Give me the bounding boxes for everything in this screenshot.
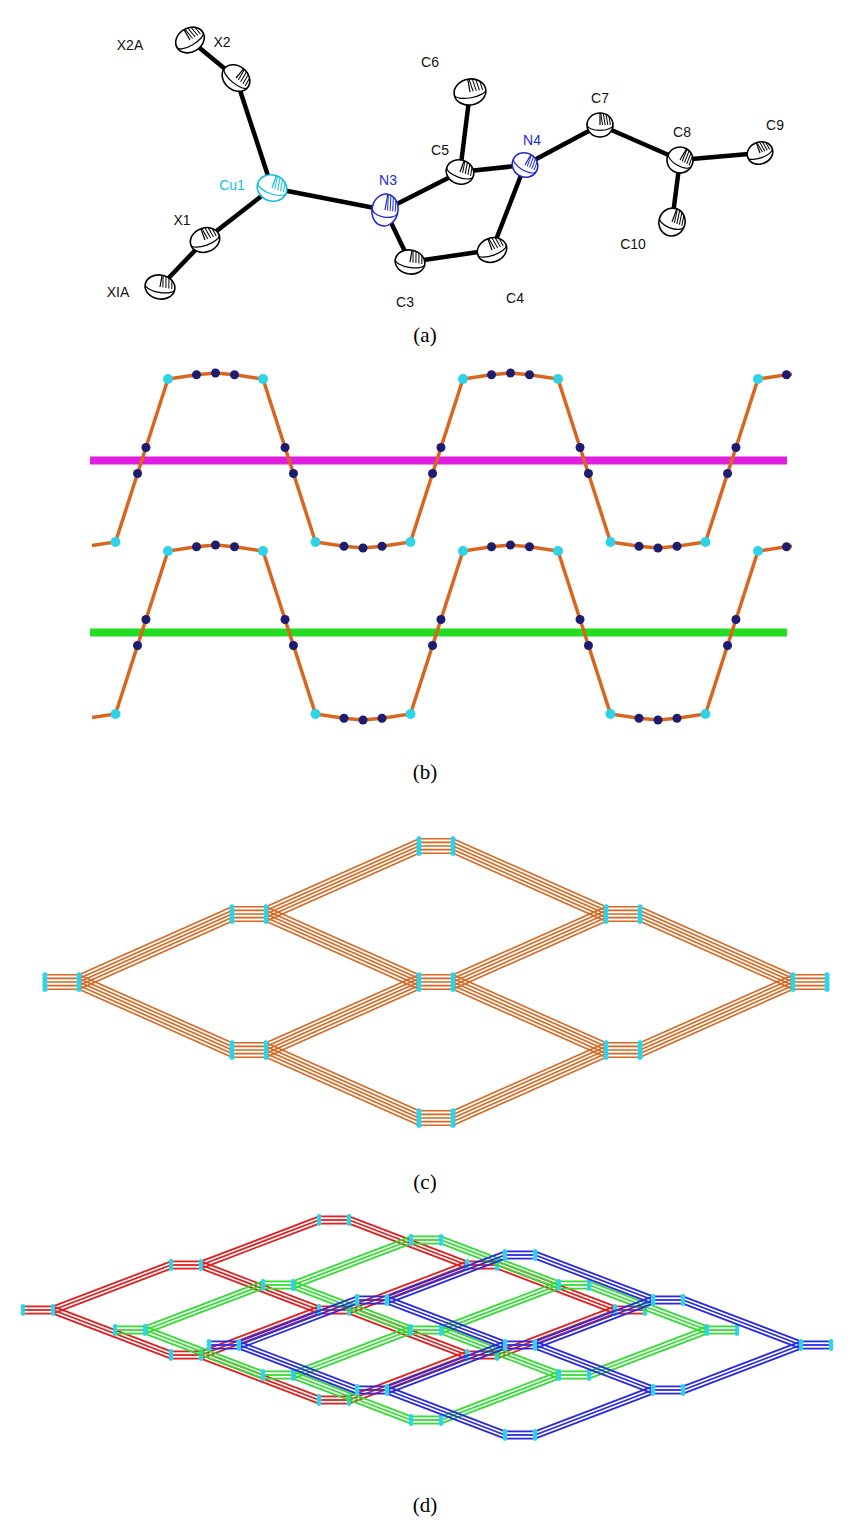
atom-label: X2 bbox=[213, 35, 230, 49]
atom-ellipsoid bbox=[508, 148, 543, 182]
atom-ellipsoid bbox=[253, 171, 290, 206]
panel-label: (b) bbox=[413, 762, 438, 783]
atom-ellipsoid bbox=[369, 192, 400, 228]
atom-label: C9 bbox=[766, 118, 784, 132]
panel-label: (d) bbox=[413, 1495, 438, 1516]
atom-ellipsoid bbox=[217, 59, 255, 97]
atom-ellipsoid bbox=[187, 224, 223, 257]
bond-line bbox=[272, 188, 385, 210]
atom-label: Cu1 bbox=[219, 178, 245, 192]
panel-label: (a) bbox=[413, 325, 436, 346]
atom-label: C5 bbox=[431, 143, 449, 157]
atom-label: C4 bbox=[506, 291, 524, 305]
atom-label: C6 bbox=[421, 55, 439, 69]
atom-label: C3 bbox=[396, 295, 414, 309]
interpenetrated-net-figure bbox=[21, 1214, 834, 1441]
atom-label: X2A bbox=[117, 38, 143, 52]
polymer-chain bbox=[92, 369, 792, 553]
atom-label: C8 bbox=[673, 125, 691, 139]
rhombic-net bbox=[42, 836, 829, 1128]
atom-ellipsoid bbox=[393, 248, 427, 277]
atom-label: XIA bbox=[107, 285, 130, 299]
atom-ellipsoid bbox=[443, 156, 478, 188]
molecule-figure bbox=[143, 22, 776, 301]
atom-ellipsoid bbox=[452, 76, 488, 107]
atom-label: N4 bbox=[523, 133, 541, 147]
panel-label: (c) bbox=[413, 1172, 436, 1193]
chain-figure bbox=[16, 369, 851, 725]
atom-label: C7 bbox=[591, 91, 609, 105]
atom-ellipsoid bbox=[655, 204, 689, 239]
atom-ellipsoid bbox=[143, 273, 177, 302]
atom-ellipsoid bbox=[171, 22, 209, 58]
bond-line bbox=[236, 78, 272, 188]
atom-ellipsoid bbox=[662, 142, 698, 178]
rhombic-net bbox=[207, 1249, 834, 1441]
layer-net-figure bbox=[42, 836, 829, 1128]
polymer-chain bbox=[92, 541, 792, 725]
atom-ellipsoid bbox=[744, 138, 776, 168]
atom-label: X1 bbox=[173, 213, 190, 227]
atom-ellipsoid bbox=[474, 234, 510, 267]
atom-ellipsoid bbox=[587, 113, 613, 137]
atom-label: N3 bbox=[379, 173, 397, 187]
atom-label: C10 bbox=[620, 237, 646, 251]
